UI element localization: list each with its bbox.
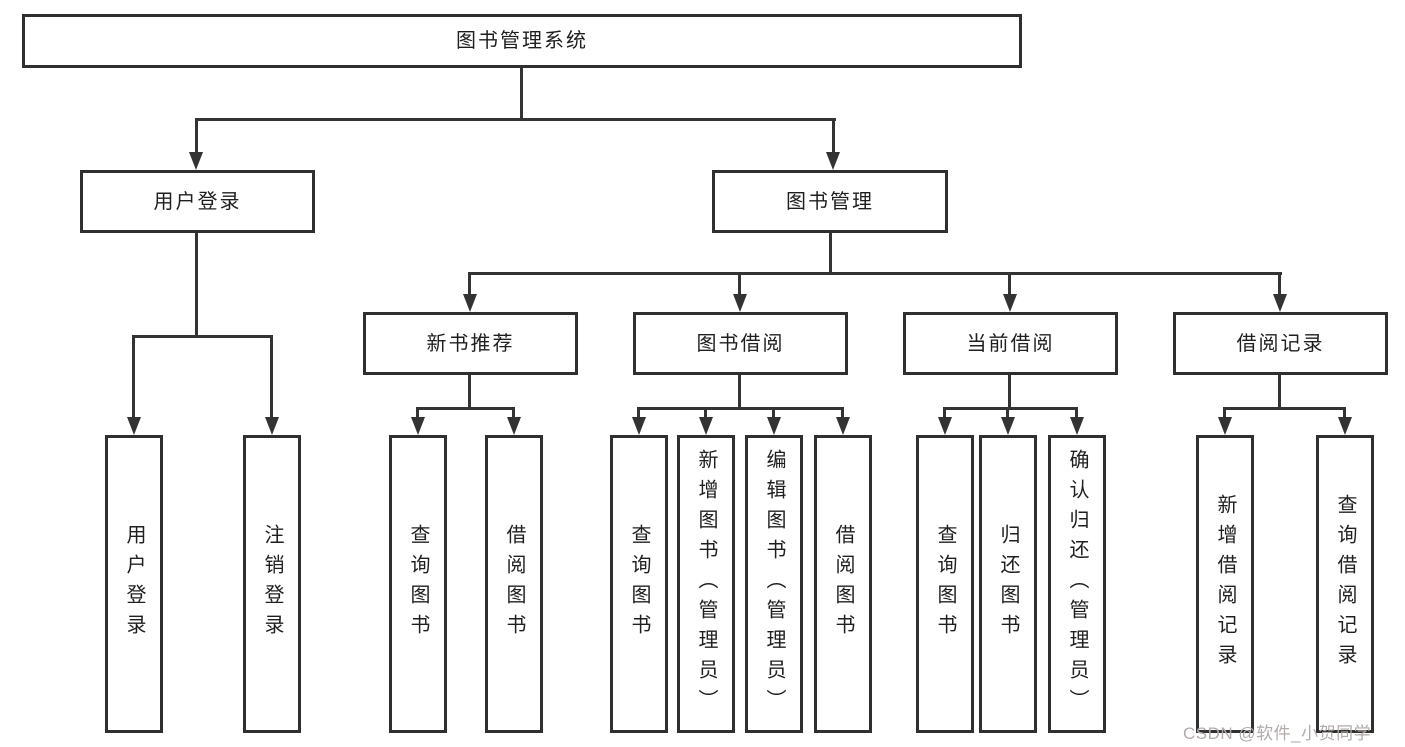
- connector-book-mgmt-drop-2: [738, 272, 741, 298]
- connector-user-login-stem: [195, 233, 198, 335]
- arrowhead-down-icon: [733, 294, 747, 312]
- connector-user-login-drop-right: [270, 335, 273, 421]
- connector-current-drop-1: [943, 407, 946, 421]
- leaf-query-books-3: 查询图书: [916, 435, 974, 733]
- node-book-borrowing: 图书借阅: [633, 312, 848, 375]
- arrowhead-down-icon: [632, 417, 646, 435]
- node-library-management-system: 图书管理系统: [22, 14, 1022, 68]
- connector-new-book-crossbar: [417, 407, 515, 410]
- connector-records-crossbar: [1224, 407, 1346, 410]
- arrowhead-down-icon: [127, 417, 141, 435]
- leaf-borrow-books-2: 借阅图书: [814, 435, 872, 733]
- connector-root-drop-left: [195, 118, 198, 154]
- connector-current-drop-3: [1075, 407, 1078, 421]
- leaf-return-books: 归还图书: [979, 435, 1037, 733]
- leaf-query-books: 查询图书: [389, 435, 447, 733]
- connector-records-stem: [1278, 375, 1281, 407]
- arrowhead-down-icon: [1001, 417, 1015, 435]
- connector-new-book-drop-2: [512, 407, 515, 421]
- connector-new-book-stem: [468, 375, 471, 407]
- connector-borrowing-drop-2: [704, 407, 707, 421]
- leaf-add-borrow-record: 新增借阅记录: [1196, 435, 1254, 733]
- connector-new-book-drop-1: [416, 407, 419, 421]
- arrowhead-down-icon: [938, 417, 952, 435]
- connector-user-login-crossbar: [132, 335, 273, 338]
- connector-user-login-drop-left: [132, 335, 135, 421]
- leaf-user-login: 用户登录: [105, 435, 163, 733]
- connector-current-crossbar: [944, 407, 1078, 410]
- arrowhead-down-icon: [1070, 417, 1084, 435]
- arrowhead-down-icon: [463, 294, 477, 312]
- connector-borrowing-drop-4: [841, 407, 844, 421]
- arrowhead-down-icon: [265, 417, 279, 435]
- leaf-add-books-admin: 新增图书（管理员）: [677, 435, 735, 733]
- connector-records-drop-1: [1223, 407, 1226, 421]
- arrowhead-down-icon: [1273, 294, 1287, 312]
- node-user-login: 用户登录: [80, 170, 315, 233]
- connector-borrowing-stem: [738, 375, 741, 407]
- connector-book-mgmt-drop-1: [468, 272, 471, 298]
- arrowhead-down-icon: [1218, 417, 1232, 435]
- connector-book-mgmt-drop-4: [1278, 272, 1281, 298]
- csdn-watermark: CSDN @软件_小贺同学: [1183, 724, 1372, 743]
- arrowhead-down-icon: [699, 417, 713, 435]
- arrowhead-down-icon: [1338, 417, 1352, 435]
- connector-book-mgmt-crossbar: [470, 272, 1282, 275]
- connector-current-stem: [1008, 375, 1011, 407]
- arrowhead-down-icon: [836, 417, 850, 435]
- connector-book-mgmt-stem: [829, 233, 832, 272]
- connector-book-mgmt-drop-3: [1008, 272, 1011, 298]
- arrowhead-down-icon: [767, 417, 781, 435]
- leaf-query-books-2: 查询图书: [610, 435, 668, 733]
- leaf-logout: 注销登录: [243, 435, 301, 733]
- node-new-book-recommend: 新书推荐: [363, 312, 578, 375]
- leaf-borrow-books: 借阅图书: [485, 435, 543, 733]
- connector-borrowing-crossbar: [638, 407, 844, 410]
- arrowhead-down-icon: [189, 152, 203, 170]
- arrowhead-down-icon: [507, 417, 521, 435]
- connector-current-drop-2: [1006, 407, 1009, 421]
- node-book-management: 图书管理: [712, 170, 948, 233]
- node-borrow-records: 借阅记录: [1173, 312, 1388, 375]
- connector-borrowing-drop-1: [637, 407, 640, 421]
- leaf-confirm-return-admin: 确认归还（管理员）: [1048, 435, 1106, 733]
- node-current-borrowing: 当前借阅: [903, 312, 1118, 375]
- arrowhead-down-icon: [1003, 294, 1017, 312]
- connector-borrowing-drop-3: [772, 407, 775, 421]
- connector-root-drop-right: [832, 118, 835, 154]
- arrowhead-down-icon: [411, 417, 425, 435]
- leaf-query-borrow-record: 查询借阅记录: [1316, 435, 1374, 733]
- leaf-edit-books-admin: 编辑图书（管理员）: [745, 435, 803, 733]
- connector-records-drop-2: [1343, 407, 1346, 421]
- connector-root-stem: [520, 68, 523, 118]
- arrowhead-down-icon: [826, 152, 840, 170]
- connector-root-crossbar: [195, 118, 836, 121]
